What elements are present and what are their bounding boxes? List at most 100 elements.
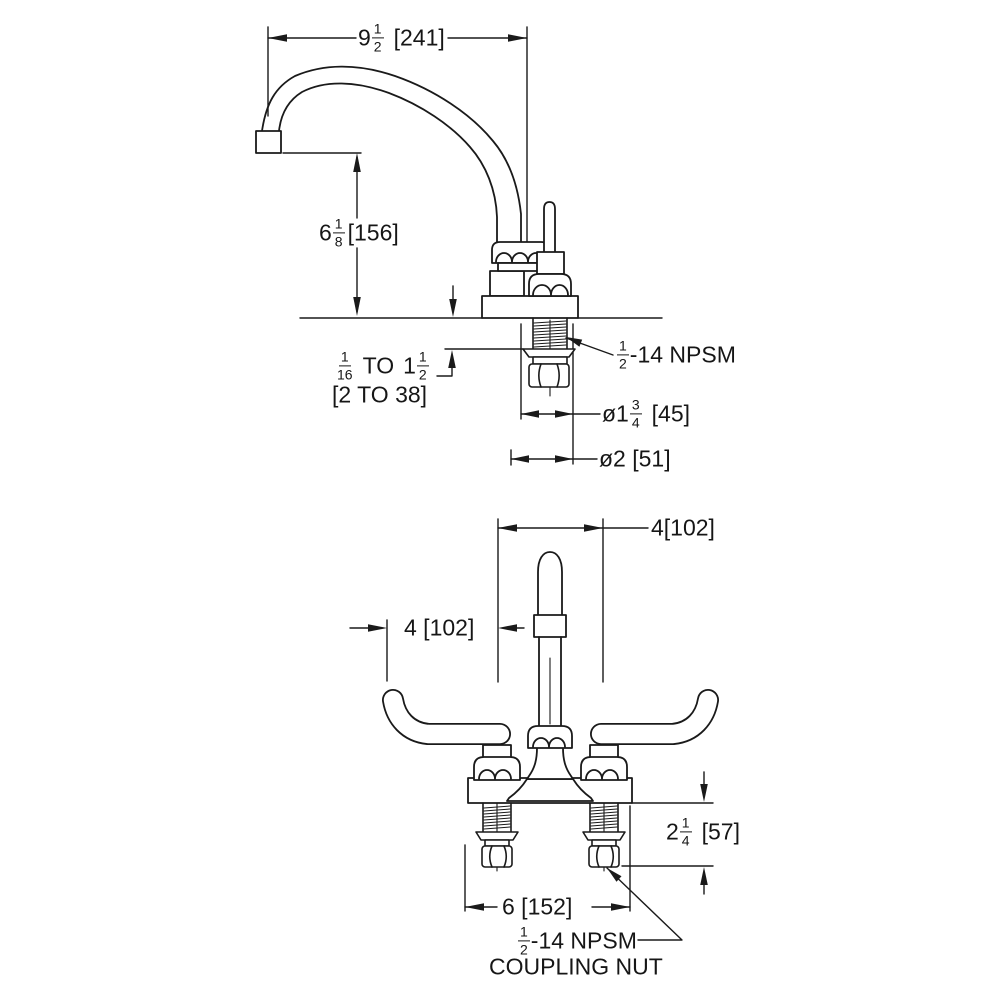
dim-label-handle-length: 4 [102]: [404, 614, 475, 641]
arrow-coupling-leader: [607, 868, 622, 882]
dim-label-faucet-centers: 4[102]: [651, 514, 715, 541]
right-handle-stem: [589, 744, 619, 759]
shank-washer: [522, 348, 576, 358]
spout-collar: [533, 614, 567, 638]
dim-metric: [2 TO 38]: [332, 381, 428, 408]
leader-line-coupling-nut: [606, 867, 683, 941]
front-view-shanks: [475, 802, 626, 868]
arrow-spout-height-down: [353, 297, 361, 316]
dim-metric: [156]: [347, 219, 399, 246]
faucet-base-flange: [481, 295, 579, 319]
left-shank-washer: [475, 831, 519, 841]
arrow-centers-left: [498, 524, 517, 532]
dim-value: 4[102]: [651, 514, 715, 541]
left-coupling-nut: [481, 845, 513, 868]
right-coupling-nut: [588, 845, 620, 868]
arrow-body-dia-right: [555, 410, 573, 418]
shank-thread-hatching: [533, 320, 567, 348]
dim-value: 6: [319, 219, 332, 246]
handle-lever: [543, 201, 556, 253]
left-shank-thread-edges: [482, 802, 512, 833]
shank-washer-step: [532, 356, 568, 365]
deck-thickness-lower-leader: [436, 366, 453, 377]
arrow-handle-length-left: [368, 624, 387, 632]
right-shank-thread-edges: [589, 802, 619, 833]
front-view-faucet: [382, 551, 719, 804]
spout-coupling-ring-ribs: [532, 737, 566, 748]
side-view-mounting-shank: [522, 317, 576, 388]
arrow-body-dia-left: [521, 410, 539, 418]
left-shank-hatching: [483, 805, 511, 830]
dim-label-base-diameter: ø2 [51]: [599, 445, 671, 472]
right-handle-hub-ribs: [585, 769, 619, 780]
right-coupling-nut-facets: [595, 845, 615, 868]
dim-value: ø1: [602, 400, 629, 427]
arrow-npsm-leader: [566, 337, 583, 347]
arrow-base-dia-right: [555, 455, 573, 463]
arrow-deck-width-left: [465, 903, 484, 911]
left-shank-washer-step: [484, 839, 510, 847]
handle-bonnet: [528, 273, 572, 297]
spout-base-bell: [526, 747, 574, 780]
spout-coupling-ring: [527, 725, 573, 749]
arrow-shank-length-down: [700, 784, 708, 802]
dim-value: 4 [102]: [404, 614, 475, 641]
spout-tube-lower: [538, 636, 562, 727]
thread-spec: -14 NPSM: [530, 927, 637, 954]
arrow-spout-reach-right: [508, 34, 527, 42]
dim-metric: [57]: [701, 818, 740, 845]
dim-value: 6 [152]: [502, 893, 573, 920]
left-handle-hub-ribs: [478, 769, 512, 780]
thread-spec: -14 NPSM: [629, 341, 736, 368]
dim-value: ø2 [51]: [599, 445, 671, 472]
dim-value: 1: [403, 352, 416, 379]
dim-value: 2: [666, 818, 679, 845]
spout-outer-curve: [261, 65, 522, 244]
dim-metric: [241]: [393, 24, 445, 51]
arrow-base-dia-left: [511, 455, 529, 463]
left-shank: [475, 802, 519, 868]
arrow-deck-top-down: [449, 299, 457, 317]
arrow-centers-right: [584, 524, 603, 532]
left-handle-stem: [482, 744, 512, 759]
side-view-drawing: [255, 26, 663, 466]
front-view-arrowheads: [368, 524, 708, 911]
to-word: TO: [362, 352, 395, 379]
faucet-body: [489, 270, 525, 297]
side-view-arrowheads: [268, 34, 583, 463]
arrow-shank-length-up: [700, 867, 708, 885]
front-view-drawing: [349, 518, 719, 941]
arrow-spout-reach-left: [268, 34, 287, 42]
right-shank-washer: [582, 831, 626, 841]
shank-lock-nut: [528, 363, 570, 388]
caption: COUPLING NUT: [489, 953, 663, 980]
right-shank: [582, 802, 626, 868]
spout-tube: [537, 551, 563, 616]
dim-label-deck-width: 6 [152]: [502, 893, 573, 920]
left-handle-hub: [473, 756, 521, 781]
dim-value: 9: [358, 24, 371, 51]
spout-aerator: [255, 130, 282, 154]
arrow-deck-width-right: [611, 903, 630, 911]
arrow-handle-length-right: [498, 624, 517, 632]
dim-metric: [45]: [651, 400, 691, 427]
arrow-deck-bottom-up: [448, 350, 456, 368]
side-view-faucet: [255, 65, 579, 319]
handle-bonnet-ribs: [532, 284, 569, 296]
